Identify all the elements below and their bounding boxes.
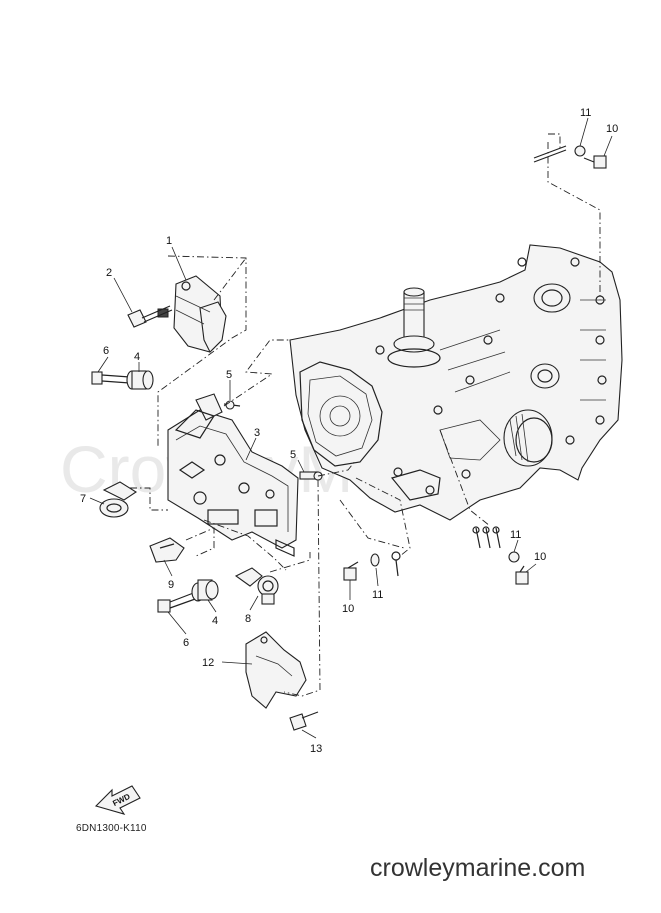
part-13-bolt <box>289 711 319 731</box>
part-9-clip <box>149 537 185 563</box>
callout-8: 8 <box>245 613 251 625</box>
callout-6-upper: 6 <box>103 345 109 357</box>
part-11-washer-lower-right <box>508 551 520 563</box>
leader-lines <box>89 117 613 739</box>
callout-6-lower: 6 <box>183 637 189 649</box>
bracket-part-3 <box>167 409 299 557</box>
cable-terminal-top <box>533 145 567 163</box>
part-7-clamp <box>99 481 138 518</box>
callout-1: 1 <box>166 235 172 247</box>
part-8-clamp <box>234 567 279 605</box>
site-footer: crowleymarine.com <box>370 854 586 882</box>
terminals-lower-right <box>472 526 501 549</box>
callout-2: 2 <box>106 267 112 279</box>
engine-block <box>289 244 623 521</box>
part-2-bolt <box>127 305 173 328</box>
part-10-bolt-top <box>583 155 607 169</box>
callout-7: 7 <box>80 493 86 505</box>
part-11-washer-top <box>574 145 586 157</box>
part-1-module <box>157 275 227 353</box>
part-12-cover <box>245 631 307 709</box>
part-11-washer-middle <box>370 553 380 567</box>
callout-11-lower-right: 11 <box>510 529 521 541</box>
callout-labels: 1 2 3 4 4 5 5 6 6 7 8 9 10 10 10 11 11 1… <box>80 107 618 755</box>
callout-4-lower: 4 <box>212 615 218 627</box>
part-4-grommet-lower <box>191 579 219 602</box>
callout-11-middle: 11 <box>372 589 383 601</box>
part-5-pin-upper <box>223 400 241 410</box>
assembly-lines <box>130 133 601 697</box>
callout-11-top: 11 <box>580 107 591 119</box>
callout-4-upper: 4 <box>134 351 140 363</box>
callout-5-right: 5 <box>290 449 296 461</box>
callout-10-top: 10 <box>606 123 618 135</box>
callout-9: 9 <box>168 579 174 591</box>
callout-3: 3 <box>254 427 260 439</box>
callout-10-middle: 10 <box>342 603 354 615</box>
part-4-grommet-upper <box>126 370 154 390</box>
part-10-bolt-middle <box>343 561 359 581</box>
callout-13: 13 <box>310 743 322 755</box>
terminal-middle <box>391 551 401 577</box>
part-6-bolt-upper <box>91 371 131 385</box>
callout-5-upper: 5 <box>226 369 232 381</box>
fwd-arrow-icon: FWD <box>94 785 141 815</box>
diagram-code: 6DN1300-K110 <box>76 823 147 834</box>
callout-10-lower-right: 10 <box>534 551 546 563</box>
callout-12: 12 <box>202 657 214 669</box>
part-upper-clamp <box>174 393 223 439</box>
part-10-bolt-lower-right <box>515 565 529 585</box>
